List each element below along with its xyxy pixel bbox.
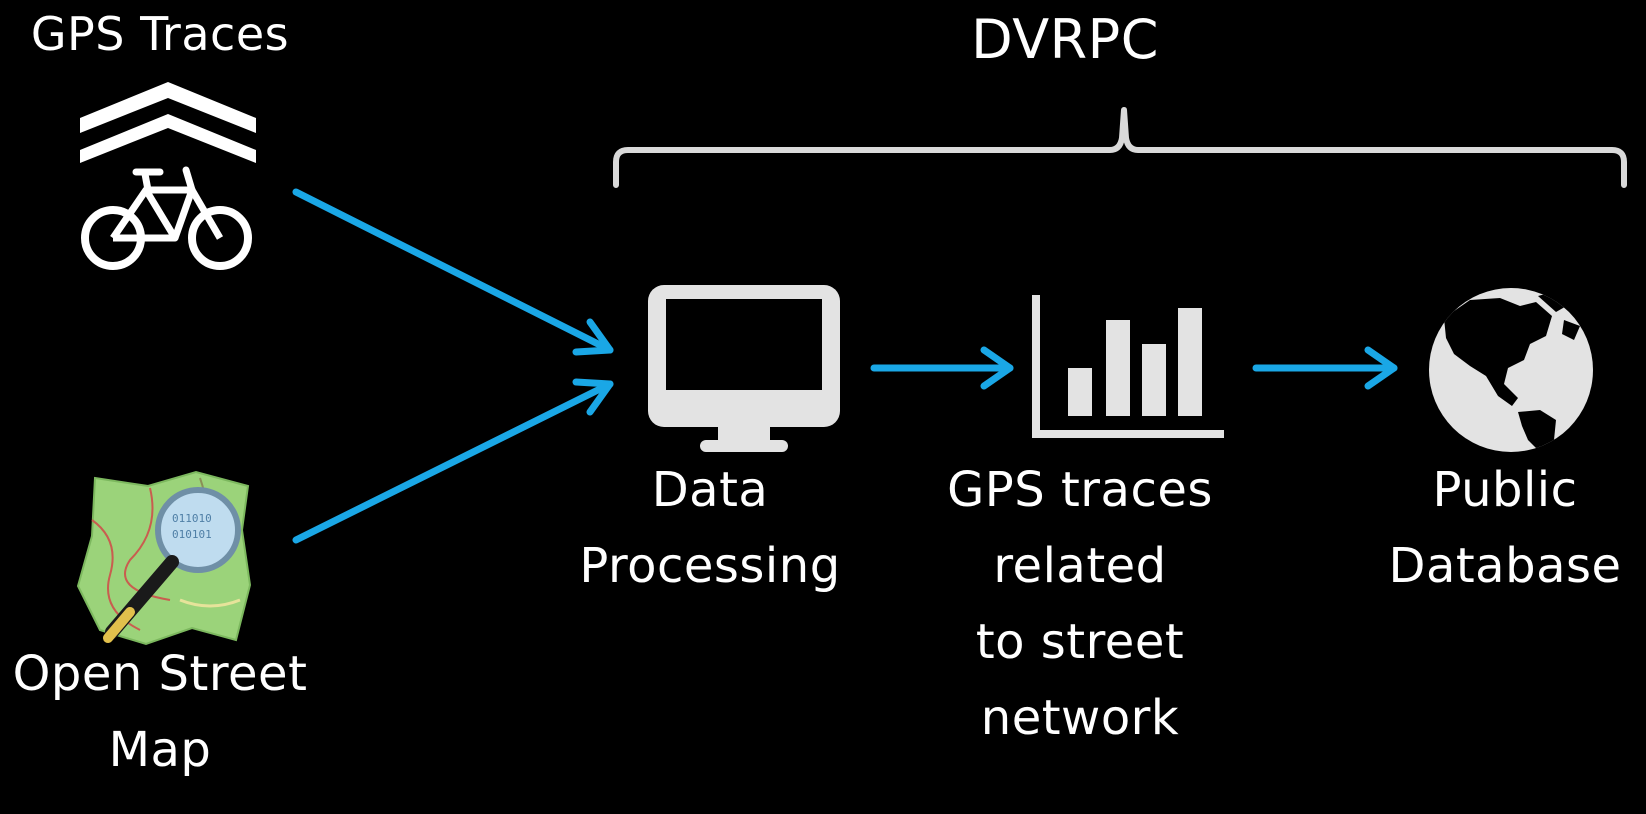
data-processing-label: Data Processing <box>560 452 860 604</box>
bicycle-lane-icon <box>80 82 256 270</box>
gps-traces-street-network-label-line-1: GPS traces <box>947 462 1213 518</box>
open-street-map-label-line-2: Map <box>108 722 212 778</box>
gps-traces-street-network-label: GPS traces related to street network <box>930 452 1230 756</box>
arrow-chart-to-database <box>1252 346 1398 390</box>
bar-chart-icon <box>1032 295 1224 438</box>
public-database-label-line-1: Public <box>1432 462 1578 518</box>
gps-traces-street-network-label-line-3: to street <box>975 614 1185 670</box>
globe-icon <box>1429 288 1593 452</box>
gps-traces-street-network-label-line-2: related <box>993 538 1167 594</box>
gps-traces-label: GPS Traces <box>30 7 290 61</box>
public-database-label: Public Database <box>1365 452 1645 604</box>
gps-traces-street-network-label-line-4: network <box>980 690 1180 746</box>
group-brace <box>613 107 1627 188</box>
public-database-label-line-2: Database <box>1388 538 1622 594</box>
svg-text:010101: 010101 <box>172 528 212 541</box>
monitor-icon <box>648 285 840 452</box>
data-processing-label-line-2: Processing <box>579 538 841 594</box>
openstreetmap-logo-icon: 011010 010101 <box>76 470 252 646</box>
open-street-map-label-line-1: Open Street <box>12 646 308 702</box>
open-street-map-label: Open Street Map <box>0 636 320 788</box>
group-title: DVRPC <box>971 8 1159 71</box>
arrow-osm-to-processing <box>292 378 614 544</box>
svg-text:011010: 011010 <box>172 512 212 525</box>
arrow-gps-to-processing <box>292 188 614 356</box>
arrow-processing-to-chart <box>870 346 1014 390</box>
data-processing-label-line-1: Data <box>651 462 769 518</box>
